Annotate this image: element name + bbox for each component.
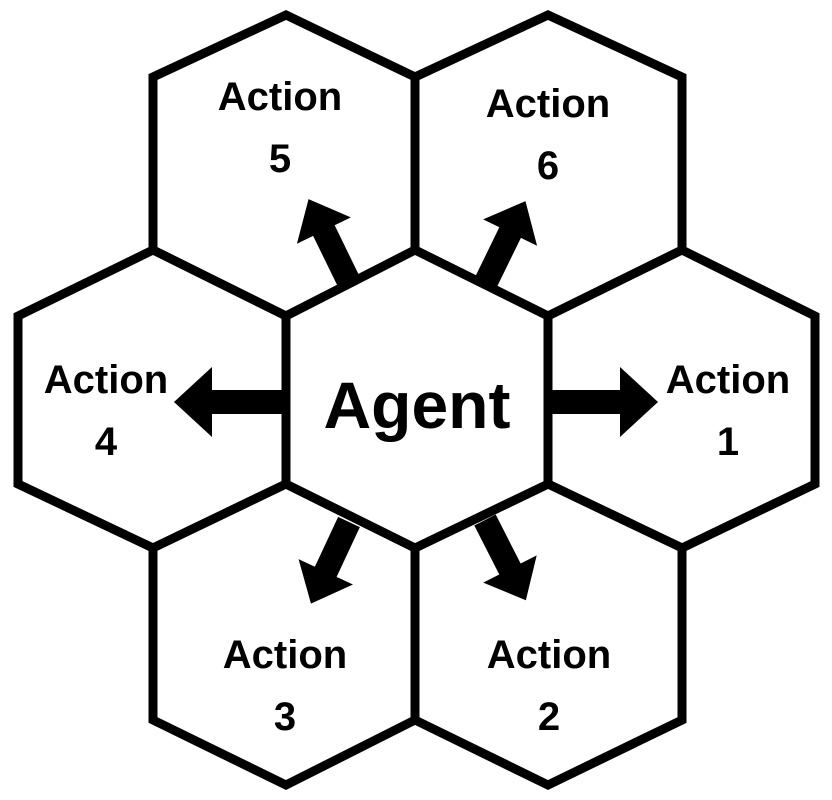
action-4-label-word: Action xyxy=(44,358,168,402)
arrow-up-left-icon xyxy=(296,199,359,286)
action-6-label-number: 6 xyxy=(537,144,559,188)
action-3-label-word: Action xyxy=(223,633,347,677)
action-2-label-word: Action xyxy=(487,633,611,677)
action-1-label-number: 1 xyxy=(717,420,739,464)
agent-label: Agent xyxy=(324,368,511,442)
action-5-label-word: Action xyxy=(218,75,342,119)
action-2-label-number: 2 xyxy=(538,695,560,739)
action-6-label-word: Action xyxy=(486,82,610,126)
action-3-label-number: 3 xyxy=(274,695,296,739)
arrow-down-right-icon xyxy=(474,514,537,601)
action-5-label-number: 5 xyxy=(269,137,291,181)
hex-agent xyxy=(281,244,553,554)
action-1-label-word: Action xyxy=(666,358,790,402)
arrow-up-right-icon xyxy=(475,201,538,288)
action-4-label-number: 4 xyxy=(95,420,118,464)
arrow-down-left-icon xyxy=(298,516,360,604)
arrow-left-icon xyxy=(174,367,282,437)
arrow-right-icon xyxy=(550,367,658,437)
